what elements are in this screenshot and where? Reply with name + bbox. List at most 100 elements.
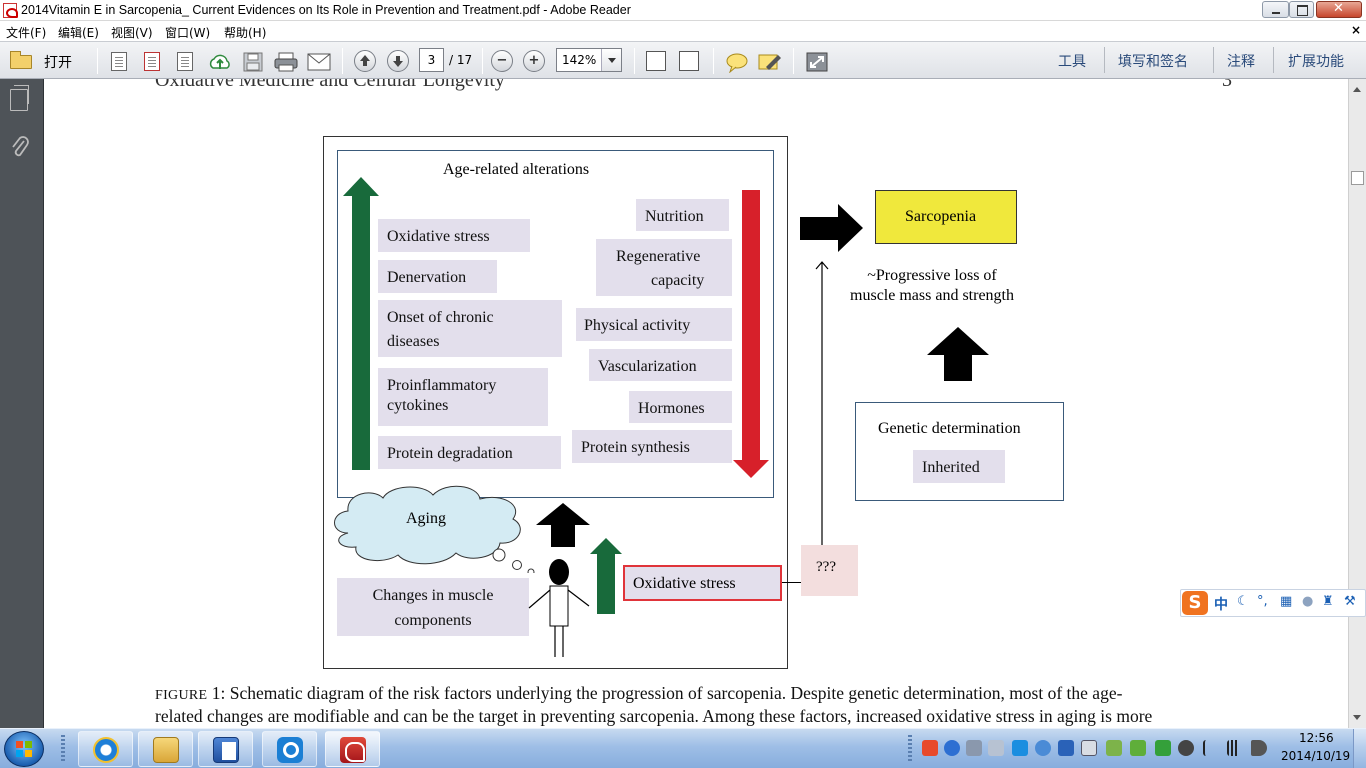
skin-shirt-icon[interactable]: ♜ [1322, 594, 1334, 609]
nvidia-icon[interactable] [1155, 740, 1171, 756]
minimize-button[interactable] [1262, 1, 1289, 18]
inherited-box: Inherited [913, 450, 1005, 483]
attachment-clip-icon[interactable] [10, 135, 29, 157]
zoom-out-icon[interactable]: − [491, 50, 513, 72]
menu-window[interactable]: 窗口(W) [165, 26, 211, 40]
help-icon[interactable] [944, 740, 960, 756]
export-pdf-icon[interactable] [144, 52, 160, 71]
vertical-scrollbar[interactable] [1348, 79, 1366, 728]
factor-denervation: Denervation [378, 260, 497, 293]
create-pdf-icon[interactable] [111, 52, 127, 71]
internet-explorer-icon [93, 737, 119, 763]
increase-arrow-icon [343, 177, 379, 470]
chevron-down-icon[interactable] [601, 49, 621, 71]
punctuation-icon[interactable]: °, [1257, 594, 1268, 609]
tray-settings-icon[interactable] [1178, 740, 1194, 756]
taskbar-app[interactable] [262, 731, 317, 767]
age-related-frame [337, 150, 774, 498]
keyboard-icon[interactable]: ▦ [1280, 594, 1293, 609]
extended-link[interactable]: 扩展功能 [1288, 54, 1344, 70]
sogou-tray-icon[interactable] [922, 740, 938, 756]
user-icon[interactable]: ● [1302, 594, 1314, 609]
maximize-button[interactable] [1289, 1, 1314, 18]
start-button[interactable] [4, 731, 44, 767]
adobe-reader-icon [3, 3, 18, 18]
usb-icon[interactable] [1081, 740, 1097, 756]
next-page-icon[interactable] [387, 50, 409, 72]
tray-icon[interactable] [966, 740, 982, 756]
decrease-arrow-icon [733, 190, 769, 478]
taskbar-explorer[interactable] [138, 731, 193, 767]
email-envelope-icon[interactable] [307, 53, 331, 73]
scroll-up-icon[interactable] [1353, 83, 1361, 92]
moon-icon[interactable]: ☾ [1237, 594, 1249, 609]
fit-page-icon[interactable] [646, 51, 666, 71]
clock-time[interactable]: 12:56 [1299, 731, 1334, 745]
shield-icon[interactable] [988, 740, 1004, 756]
close-button[interactable] [1316, 1, 1362, 18]
arrow-up-icon [927, 327, 989, 381]
comment-bubble-icon[interactable] [725, 53, 748, 74]
thought-cloud [334, 485, 535, 573]
menu-file[interactable]: 文件(F) [6, 26, 47, 40]
document-close-button[interactable]: × [1351, 23, 1362, 37]
full-screen-icon[interactable] [806, 52, 828, 72]
network-app-icon[interactable] [1012, 740, 1028, 756]
menu-bar: 文件(F) 编辑(E) 视图(V) 窗口(W) 帮助(H) × [0, 21, 1366, 41]
taskbar-adobe-reader[interactable] [325, 731, 380, 767]
signal-icon[interactable] [1227, 740, 1243, 756]
flag-icon[interactable] [1203, 740, 1219, 756]
globe-icon[interactable] [1035, 740, 1051, 756]
connector-line [782, 582, 802, 583]
pages-panel-icon[interactable] [10, 85, 29, 111]
fit-width-icon[interactable] [679, 51, 699, 71]
aging-label: Aging [406, 510, 446, 527]
menu-edit[interactable]: 编辑(E) [58, 26, 99, 40]
menu-view[interactable]: 视图(V) [111, 26, 153, 40]
ime-mode-chinese[interactable]: 中 [1214, 597, 1228, 613]
save-disk-icon[interactable] [243, 52, 265, 72]
sarcopenia-box: Sarcopenia [875, 190, 1017, 244]
taskbar-word[interactable] [198, 731, 253, 767]
clock-date[interactable]: 2014/10/19 [1281, 749, 1351, 763]
display-icon[interactable] [1058, 740, 1074, 756]
toolbar-separator [1104, 47, 1105, 73]
app-icon [277, 737, 303, 763]
scroll-down-icon[interactable] [1353, 715, 1361, 724]
zoom-in-icon[interactable]: + [523, 50, 545, 72]
running-head: Oxidative Medicine and Cellular Longevit… [155, 79, 505, 91]
print-icon[interactable] [274, 52, 298, 72]
title-bar: 2014Vitamin E in Sarcopenia_ Current Evi… [0, 0, 1366, 21]
oxidative-stress-box: Oxidative stress [623, 565, 782, 601]
toolbar: 打开 − + [0, 41, 1366, 79]
show-desktop-button[interactable] [1353, 729, 1366, 768]
tools-link[interactable]: 工具 [1058, 54, 1086, 70]
comment-link[interactable]: 注释 [1227, 54, 1255, 70]
scrollbar-thumb[interactable] [1351, 171, 1364, 185]
taskbar-ie[interactable] [78, 731, 133, 767]
toolbar-separator [97, 48, 98, 74]
wrench-icon[interactable]: ⚒ [1344, 594, 1356, 609]
arrow-right-icon [800, 204, 863, 252]
fill-sign-link[interactable]: 填写和签名 [1118, 54, 1188, 70]
factor-protein-synthesis: Protein synthesis [572, 430, 732, 463]
page-number-input[interactable]: 3 [419, 48, 444, 72]
check-icon[interactable] [1130, 740, 1146, 756]
open-folder-icon[interactable] [10, 51, 34, 69]
menu-help[interactable]: 帮助(H) [224, 26, 267, 40]
edit-document-icon[interactable] [177, 52, 193, 71]
toolbar-separator [1213, 47, 1214, 73]
tray-app-icon[interactable] [1106, 740, 1122, 756]
ime-toolbar[interactable]: S 中 ☾ °, ▦ ● ♜ ⚒ [1180, 589, 1366, 617]
highlight-pen-icon[interactable] [758, 52, 781, 72]
zoom-select[interactable]: 142% [556, 48, 622, 72]
sogou-logo-icon[interactable]: S [1182, 591, 1208, 615]
upload-cloud-icon[interactable] [208, 52, 230, 72]
document-view[interactable]: Oxidative Medicine and Cellular Longevit… [44, 79, 1348, 728]
volume-icon[interactable] [1251, 740, 1267, 756]
previous-page-icon[interactable] [354, 50, 376, 72]
open-button-label[interactable]: 打开 [44, 55, 72, 71]
taskbar-grip [61, 735, 65, 763]
